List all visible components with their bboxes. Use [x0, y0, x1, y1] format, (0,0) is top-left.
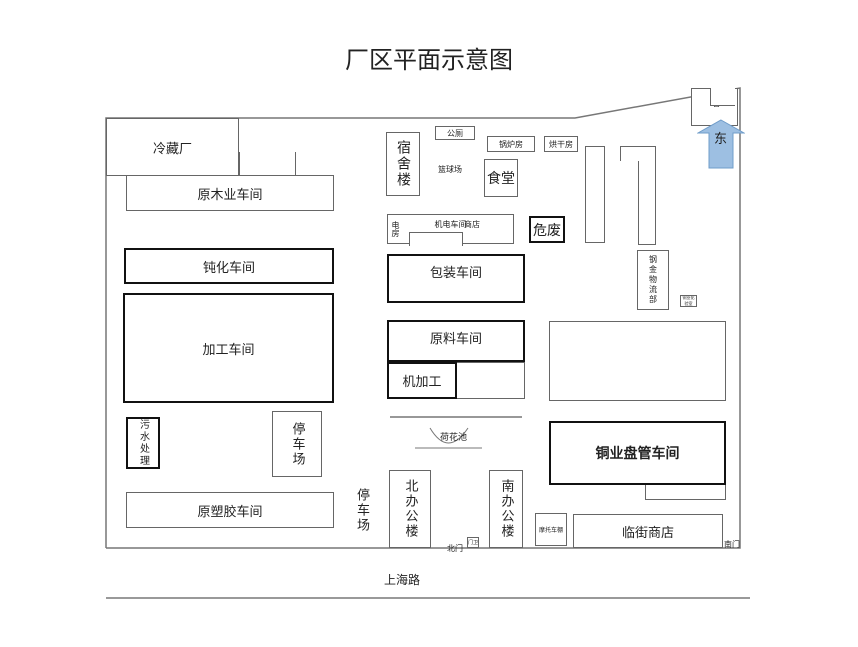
toilet: 公厕: [435, 126, 475, 140]
sewage-treatment: 污水处理: [126, 417, 160, 469]
south-office: 南办公楼: [489, 470, 523, 548]
power-room: 电房: [391, 221, 400, 237]
guard-booth: 门卫: [467, 537, 479, 548]
east-label: 东: [714, 132, 728, 147]
shop-label: 商店: [464, 220, 480, 229]
mech-elec-label: 机电车间: [434, 220, 467, 229]
canteen: 食堂: [484, 159, 518, 197]
dormitory: 宿舍楼: [386, 132, 420, 196]
street-shops: 临街商店: [573, 514, 723, 548]
north-office: 北办公楼: [389, 470, 431, 548]
parking-1: 停车场: [272, 411, 322, 477]
page-title: 厂区平面示意图: [345, 46, 513, 74]
processing-workshop: 加工车间: [123, 293, 334, 403]
inner-courtyard: [409, 232, 463, 246]
boiler-room: 锅炉房: [487, 136, 535, 152]
drying-room: 烘干房: [544, 136, 578, 152]
south-gate: 南门: [724, 540, 740, 549]
machining: 机加工: [387, 362, 457, 399]
hazardous-waste: 危废: [529, 216, 565, 243]
road-name: 上海路: [384, 573, 421, 587]
annex: [239, 152, 296, 176]
motorcycle-shed: 摩托车棚: [535, 513, 567, 546]
lotus-pond: 荷花池: [440, 433, 468, 443]
basketball-court: 篮球场: [438, 165, 462, 174]
plastic-workshop: 原塑胶车间: [126, 492, 334, 528]
packaging-workshop: 包装车间: [387, 254, 525, 303]
cold-storage: 冷藏厂: [106, 118, 239, 176]
passivation-workshop: 钝化车间: [124, 248, 334, 284]
long-shed-1: [585, 146, 605, 243]
logistics-dept: 钢金物流部: [637, 250, 669, 310]
copper-tube-workshop: 铜业盘管车间: [549, 421, 726, 485]
annex-3: [645, 485, 726, 500]
north-gate: 北门: [447, 544, 463, 553]
long-shed-2: [638, 146, 656, 245]
lab: 铜业化验室: [680, 295, 697, 307]
raw-material-workshop: 原料车间: [387, 320, 525, 362]
annex-2: [455, 362, 525, 399]
wood-workshop: 原木业车间: [126, 175, 334, 211]
east-arrow-icon: 东: [697, 118, 745, 170]
long-shed-2-top: [620, 146, 656, 161]
parking-2: 停车场: [354, 488, 369, 533]
dorm-notch: [710, 88, 735, 106]
blank-building: [549, 321, 726, 401]
